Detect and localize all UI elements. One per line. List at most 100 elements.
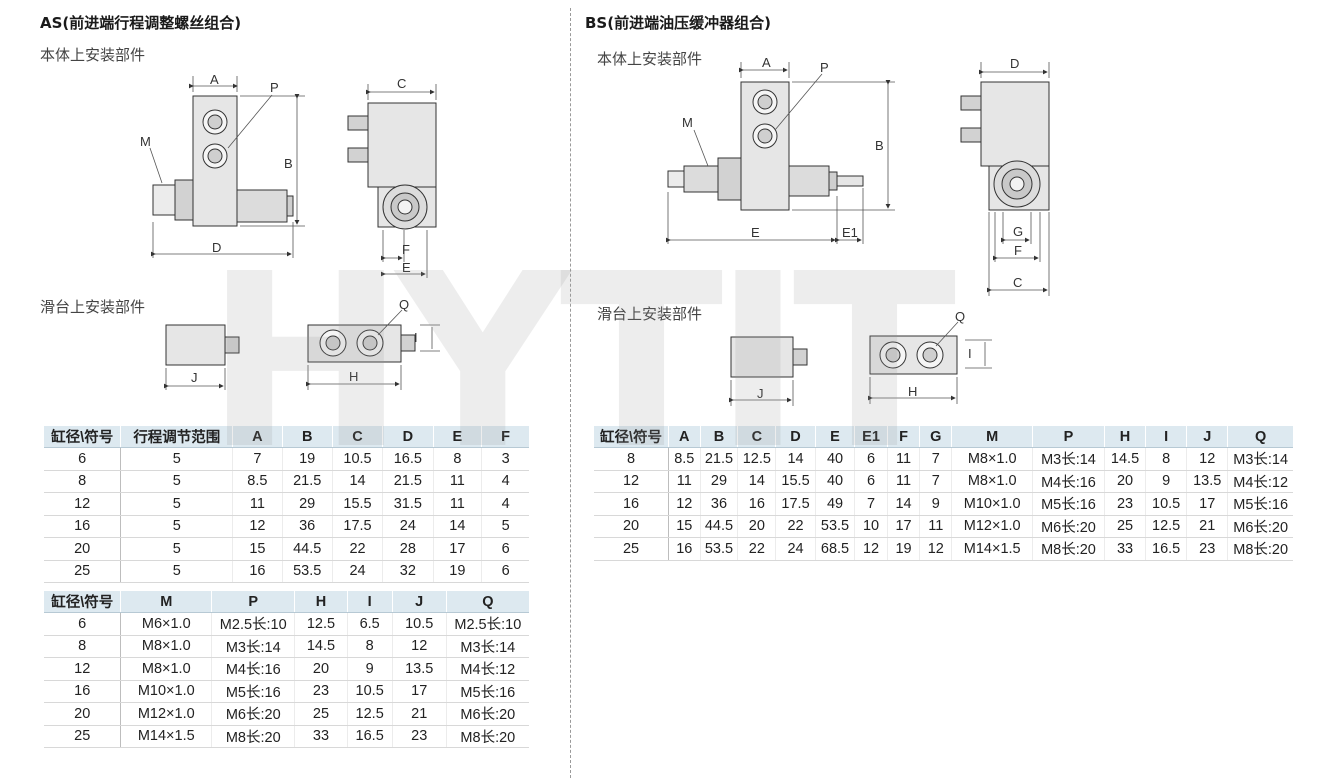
bs-dim-f: F: [1014, 243, 1022, 258]
table-cell: 29: [282, 492, 333, 516]
bs-dim-h: H: [908, 384, 917, 399]
table-cell: 7: [232, 447, 283, 471]
table-cell: 12: [232, 515, 283, 538]
table-header-cell: I: [347, 591, 393, 613]
table-cell: 21: [392, 702, 447, 726]
table-cell: 11: [887, 447, 921, 471]
table-cell: 12: [1186, 447, 1229, 471]
table-cell: 12.5: [1145, 515, 1188, 538]
table-header-cell: J: [1186, 426, 1229, 448]
table-cell: 17: [1186, 492, 1229, 516]
table-cell: 36: [700, 492, 739, 516]
table-cell: 12: [919, 537, 953, 561]
table-cell: 17: [433, 537, 483, 561]
table-cell: 5: [120, 515, 234, 538]
table-cell: 16: [594, 492, 670, 516]
table-cell: 24: [382, 515, 434, 538]
table-cell: 31.5: [382, 492, 434, 516]
table-cell: M5长:16: [1227, 492, 1293, 516]
table-cell: 5: [120, 470, 234, 493]
table-cell: 11: [433, 492, 483, 516]
table-cell: 17: [392, 680, 447, 703]
table-cell: M8长:20: [211, 725, 296, 748]
table-header-cell: B: [282, 426, 333, 448]
table-cell: M5长:16: [211, 680, 296, 703]
table-cell: 33: [1104, 537, 1147, 561]
table-cell: M12×1.0: [951, 515, 1033, 538]
table-cell: M14×1.5: [120, 725, 213, 748]
table-cell: 11: [887, 470, 921, 493]
bs-dim-d: D: [1010, 56, 1019, 71]
table-header-cell: B: [700, 426, 739, 448]
table-cell: M10×1.0: [951, 492, 1033, 516]
table-cell: 53.5: [282, 560, 333, 583]
table-cell: M5长:16: [1032, 492, 1106, 516]
table-cell: 16.5: [382, 447, 434, 471]
table-header-cell: D: [382, 426, 434, 448]
table-cell: 15: [232, 537, 283, 561]
table-cell: 8: [44, 470, 122, 493]
table-cell: 25: [1104, 515, 1147, 538]
table-cell: 23: [1104, 492, 1147, 516]
table-cell: 20: [294, 657, 348, 681]
table-cell: 4: [481, 492, 529, 516]
table-cell: 36: [282, 515, 333, 538]
table-header-cell: 缸径\符号: [594, 426, 670, 448]
table-cell: 20: [44, 537, 122, 561]
table-header-cell: F: [481, 426, 529, 448]
table-header-cell: C: [332, 426, 384, 448]
table-cell: 22: [332, 537, 384, 561]
table-cell: 12: [594, 470, 670, 493]
table-header-cell: P: [211, 591, 296, 613]
table-cell: 6: [481, 537, 529, 561]
table-cell: M8×1.0: [951, 470, 1033, 493]
as-dim-q: Q: [399, 297, 409, 312]
table-cell: 5: [120, 560, 234, 583]
table-cell: 40: [815, 447, 856, 471]
table-cell: 16: [668, 537, 701, 561]
bs-dim-e: E: [751, 225, 760, 240]
table-cell: M8×1.0: [951, 447, 1033, 471]
table-cell: 5: [120, 537, 234, 561]
table-cell: 14: [887, 492, 921, 516]
as-dim-b: B: [284, 156, 293, 171]
table-cell: M8×1.0: [120, 657, 213, 681]
table-header-cell: H: [1104, 426, 1147, 448]
as-drawings: A P M B D C F E J: [140, 72, 440, 390]
as-dim-e: E: [402, 260, 411, 275]
table-cell: 11: [433, 470, 483, 493]
table-header-cell: Q: [1227, 426, 1293, 448]
table-cell: 20: [1104, 470, 1147, 493]
table-cell: 12.5: [737, 447, 777, 471]
table-cell: 14: [433, 515, 483, 538]
table-cell: 22: [737, 537, 777, 561]
table-cell: 17.5: [775, 492, 816, 516]
table-cell: M8×1.0: [120, 635, 213, 658]
table-cell: 32: [382, 560, 434, 583]
table-cell: 8: [347, 635, 393, 658]
table-cell: 9: [347, 657, 393, 681]
table-cell: M12×1.0: [120, 702, 213, 726]
table-cell: 28: [382, 537, 434, 561]
table-cell: 11: [668, 470, 701, 493]
section-divider: [570, 8, 571, 778]
table-cell: 20: [737, 515, 777, 538]
table-cell: 12: [668, 492, 701, 516]
table-cell: 8: [433, 447, 483, 471]
table-cell: 7: [919, 447, 953, 471]
table-cell: M4长:12: [1227, 470, 1293, 493]
table-header-cell: M: [120, 591, 213, 613]
table-header-cell: E: [815, 426, 856, 448]
table-cell: 6: [44, 612, 122, 636]
as-dim-c: C: [397, 76, 406, 91]
table-cell: 68.5: [815, 537, 856, 561]
table-cell: M5长:16: [446, 680, 529, 703]
table-cell: 21: [1186, 515, 1229, 538]
